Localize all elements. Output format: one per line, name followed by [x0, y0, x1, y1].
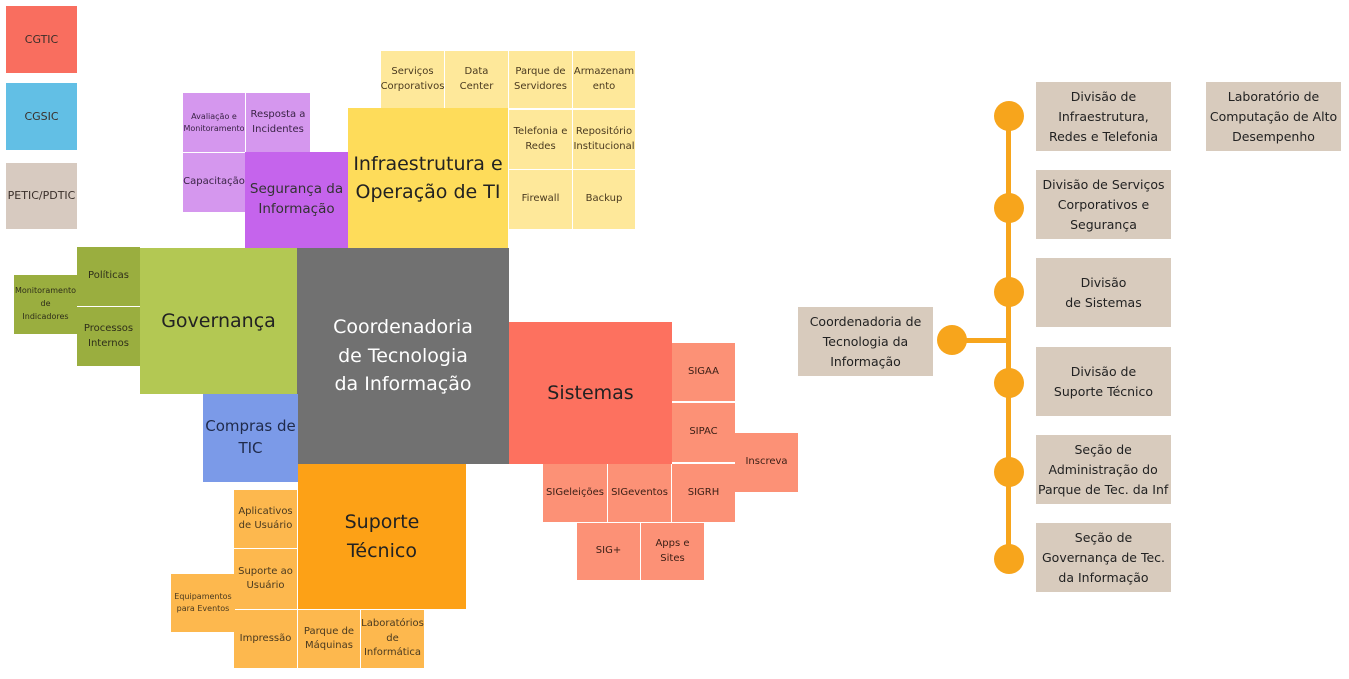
infra-servicos-corporativos: Serviços Corporativos: [381, 51, 444, 108]
org-div-servicos: Divisão de Serviços Corporativos e Segur…: [1036, 170, 1171, 239]
org-div-suporte: Divisão de Suporte Técnico: [1036, 347, 1171, 416]
suporte-parque-maquinas: Parque de Máquinas: [298, 610, 360, 668]
infra-parque-servidores: Parque de Servidores: [509, 51, 572, 108]
sistemas-sigrh: SIGRH: [672, 464, 735, 522]
legend-cgtic: CGTIC: [6, 6, 77, 73]
compras-de-tic: Compras de TIC: [203, 394, 298, 482]
sistemas-title: Sistemas: [509, 322, 672, 464]
governanca-monitoramento: Monitoramento de Indicadores: [14, 275, 77, 334]
org-secao-admin: Seção de Administração do Parque de Tec.…: [1036, 435, 1171, 504]
infra-firewall: Firewall: [509, 170, 572, 229]
org-node-3: [994, 277, 1024, 307]
seguranca-title: Segurança da Informação: [245, 152, 348, 248]
suporte-aplicativos: Aplicativos de Usuário: [234, 490, 297, 548]
suporte-ao-usuario: Suporte ao Usuário: [234, 549, 297, 609]
sistemas-sigaa: SIGAA: [672, 343, 735, 401]
suporte-impressao: Impressão: [234, 610, 297, 668]
suporte-laboratorios: Laboratórios de Informática: [361, 610, 424, 668]
org-div-infra: Divisão de Infraestrutura, Redes e Telef…: [1036, 82, 1171, 151]
legend-cgsic: CGSIC: [6, 83, 77, 150]
org-node-5: [994, 457, 1024, 487]
seguranca-avaliacao: Avaliação e Monitoramento: [183, 93, 245, 152]
org-div-sistemas: Divisão de Sistemas: [1036, 258, 1171, 327]
seguranca-resposta-incidentes: Resposta a Incidentes: [246, 93, 310, 152]
org-node-4: [994, 368, 1024, 398]
sistemas-apps-sites: Apps e Sites: [641, 523, 704, 580]
seguranca-capacitacao: Capacitação: [183, 153, 245, 212]
org-horizontal-line: [952, 338, 1009, 343]
org-root-node: [937, 325, 967, 355]
infra-data-center: Data Center: [445, 51, 508, 108]
org-secao-governanca: Seção de Governança de Tec. da Informaçã…: [1036, 523, 1171, 592]
org-node-2: [994, 193, 1024, 223]
governanca-title: Governança: [140, 248, 297, 394]
governanca-processos-internos: Processos Internos: [77, 307, 140, 366]
infra-repositorio: Repositório Institucional: [573, 110, 635, 169]
infra-backup: Backup: [573, 170, 635, 229]
org-node-1: [994, 101, 1024, 131]
legend-petic-pdtic: PETIC/PDTIC: [6, 163, 77, 229]
sistemas-sigeleicoes: SIGeleições: [543, 464, 607, 522]
sistemas-sigeventos: SIGeventos: [608, 464, 671, 522]
sistemas-sipac: SIPAC: [672, 403, 735, 462]
infra-armazenamento: Armazenam ento: [573, 51, 635, 108]
org-node-6: [994, 544, 1024, 574]
infra-title: Infraestrutura e Operação de TI: [348, 108, 508, 248]
infra-telefonia-redes: Telefonia e Redes: [509, 110, 572, 169]
center-coordenadoria: Coordenadoria de Tecnologia da Informaçã…: [297, 248, 509, 464]
suporte-title: Suporte Técnico: [298, 464, 466, 609]
governanca-politicas: Políticas: [77, 247, 140, 306]
sistemas-sigplus: SIG+: [577, 523, 640, 580]
org-lab-alto-desempenho: Laboratório de Computação de Alto Desemp…: [1206, 82, 1341, 151]
suporte-equipamentos: Equipamentos para Eventos: [171, 574, 235, 632]
org-root-box: Coordenadoria de Tecnologia da Informaçã…: [798, 307, 933, 376]
sistemas-inscreva: Inscreva: [735, 433, 798, 492]
